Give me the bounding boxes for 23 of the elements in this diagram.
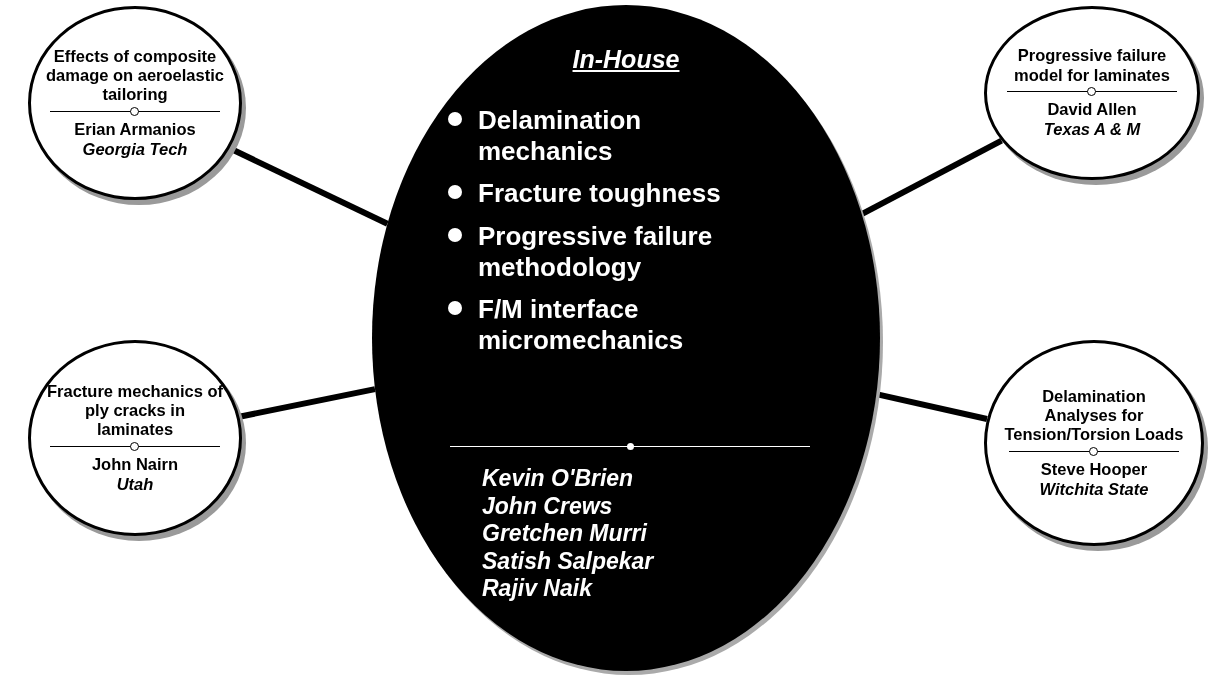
affiliation: Witchita State — [1039, 479, 1149, 500]
list-item: F/M interface micromechanics — [478, 294, 685, 356]
affiliation: Georgia Tech — [82, 139, 188, 160]
person-name: John Crews — [482, 492, 613, 521]
person-name: Rajiv Naik — [482, 575, 592, 603]
list-item: Fracture toughness — [478, 178, 722, 209]
affiliation: Texas A & M — [1043, 119, 1141, 140]
list-item: Progressive failure methodology — [478, 221, 714, 283]
person-name: Steve Hooper — [1040, 459, 1148, 480]
topic-title: Effects of composite damage on aeroelastic tailoring — [45, 46, 225, 105]
person-name: Erian Armanios — [74, 119, 196, 140]
person-name: Kevin O'Brien — [482, 465, 634, 493]
affiliation: Utah — [116, 474, 154, 495]
person-name: Gretchen Murri — [482, 520, 647, 548]
list-item: Delamination mechanics — [478, 105, 643, 167]
person-name: Satish Salpekar — [482, 547, 654, 576]
person-name: David Allen — [1047, 100, 1137, 120]
heading: In-House — [572, 45, 680, 73]
topic-title: Delamination Analyses for Tension/Torsion Loads — [1004, 386, 1184, 445]
topic-title: Fracture mechanics of ply cracks in laminates — [45, 381, 225, 440]
person-name: John Nairn — [91, 454, 179, 475]
connector-line — [860, 137, 1003, 217]
topic-title: Progressive failure model for laminates — [1013, 46, 1171, 86]
